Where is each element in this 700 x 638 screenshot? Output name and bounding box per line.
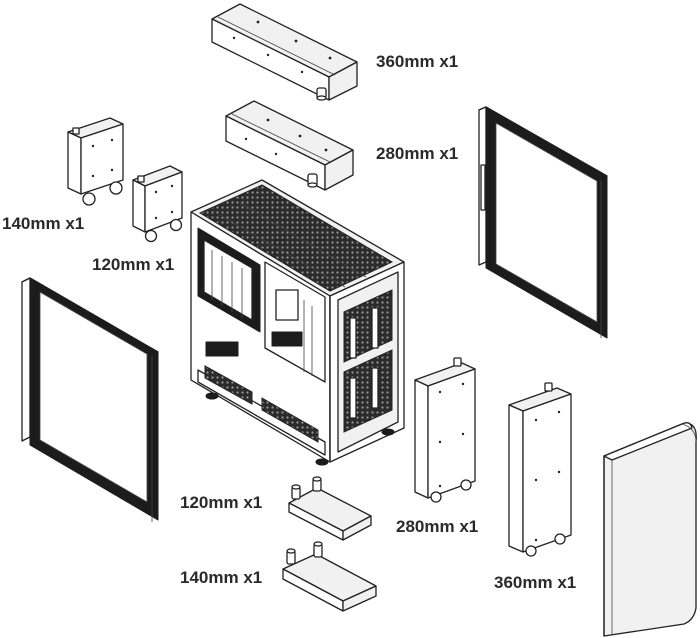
reservoir-120mm bbox=[132, 165, 183, 243]
radiator-360mm-top bbox=[211, 3, 358, 101]
label-360mm-front-radiator: 360mm x1 bbox=[494, 573, 576, 592]
label-360mm-top-radiator: 360mm x1 bbox=[376, 52, 458, 71]
radiator-360mm-front bbox=[508, 382, 572, 557]
label-280mm-top-radiator: 280mm x1 bbox=[376, 144, 458, 163]
label-280mm-front-radiator: 280mm x1 bbox=[396, 517, 478, 536]
front-panel bbox=[603, 422, 697, 637]
waterblock-140mm bbox=[282, 541, 377, 612]
reservoir-140mm bbox=[67, 117, 124, 206]
label-120mm-waterblock: 120mm x1 bbox=[180, 493, 262, 512]
side-panel-left bbox=[21, 277, 159, 522]
side-panel-right bbox=[478, 106, 608, 339]
label-140mm-reservoir: 140mm x1 bbox=[2, 214, 84, 233]
radiator-280mm-front bbox=[414, 357, 476, 503]
waterblock-120mm bbox=[288, 476, 372, 541]
pc-case-chassis bbox=[190, 179, 405, 466]
label-140mm-waterblock: 140mm x1 bbox=[180, 568, 262, 587]
label-120mm-reservoir: 120mm x1 bbox=[92, 255, 174, 274]
radiator-280mm-top bbox=[225, 100, 354, 191]
